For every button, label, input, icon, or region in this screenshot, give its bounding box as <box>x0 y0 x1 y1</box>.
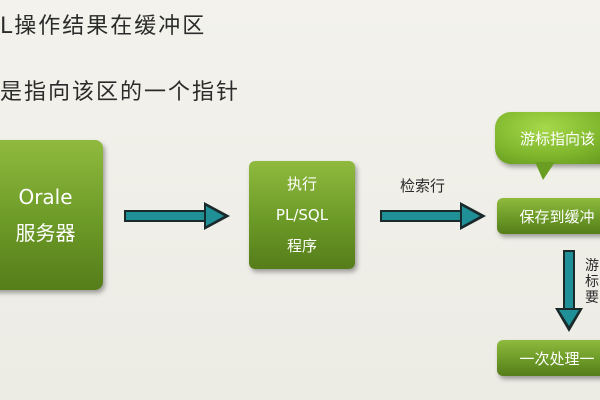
arrow-cache-to-process <box>555 250 583 332</box>
oracle-server-label-1: Orale <box>18 185 73 209</box>
process-label: 一次处理一 <box>519 349 595 368</box>
edge-label-vertical: 游标要 <box>585 258 599 306</box>
cursor-callout-text: 游标指向该 <box>519 129 595 148</box>
cache-label: 保存到缓冲 <box>519 207 595 226</box>
callout-tail <box>535 162 555 180</box>
cache-node: 保存到缓冲 <box>497 198 600 234</box>
arrow-oracle-to-plsql <box>124 202 230 230</box>
plsql-label-1: 执行 <box>286 174 317 193</box>
process-node: 一次处理一 <box>497 340 600 376</box>
plsql-label-3: 程序 <box>286 236 317 255</box>
caption-line-1: L操作结果在缓冲区 <box>0 14 207 39</box>
caption-line-2: 是指向该区的一个指针 <box>0 80 241 105</box>
arrow-plsql-to-cache <box>380 202 486 230</box>
oracle-server-label-2: 服务器 <box>15 221 76 245</box>
plsql-program-node: 执行 PL/SQL 程序 <box>249 161 355 269</box>
edge-label-retrieve-rows: 检索行 <box>400 177 446 195</box>
cursor-callout-bubble: 游标指向该 <box>495 112 600 164</box>
oracle-server-node: Orale 服务器 <box>0 140 103 290</box>
plsql-label-2: PL/SQL <box>275 205 329 224</box>
